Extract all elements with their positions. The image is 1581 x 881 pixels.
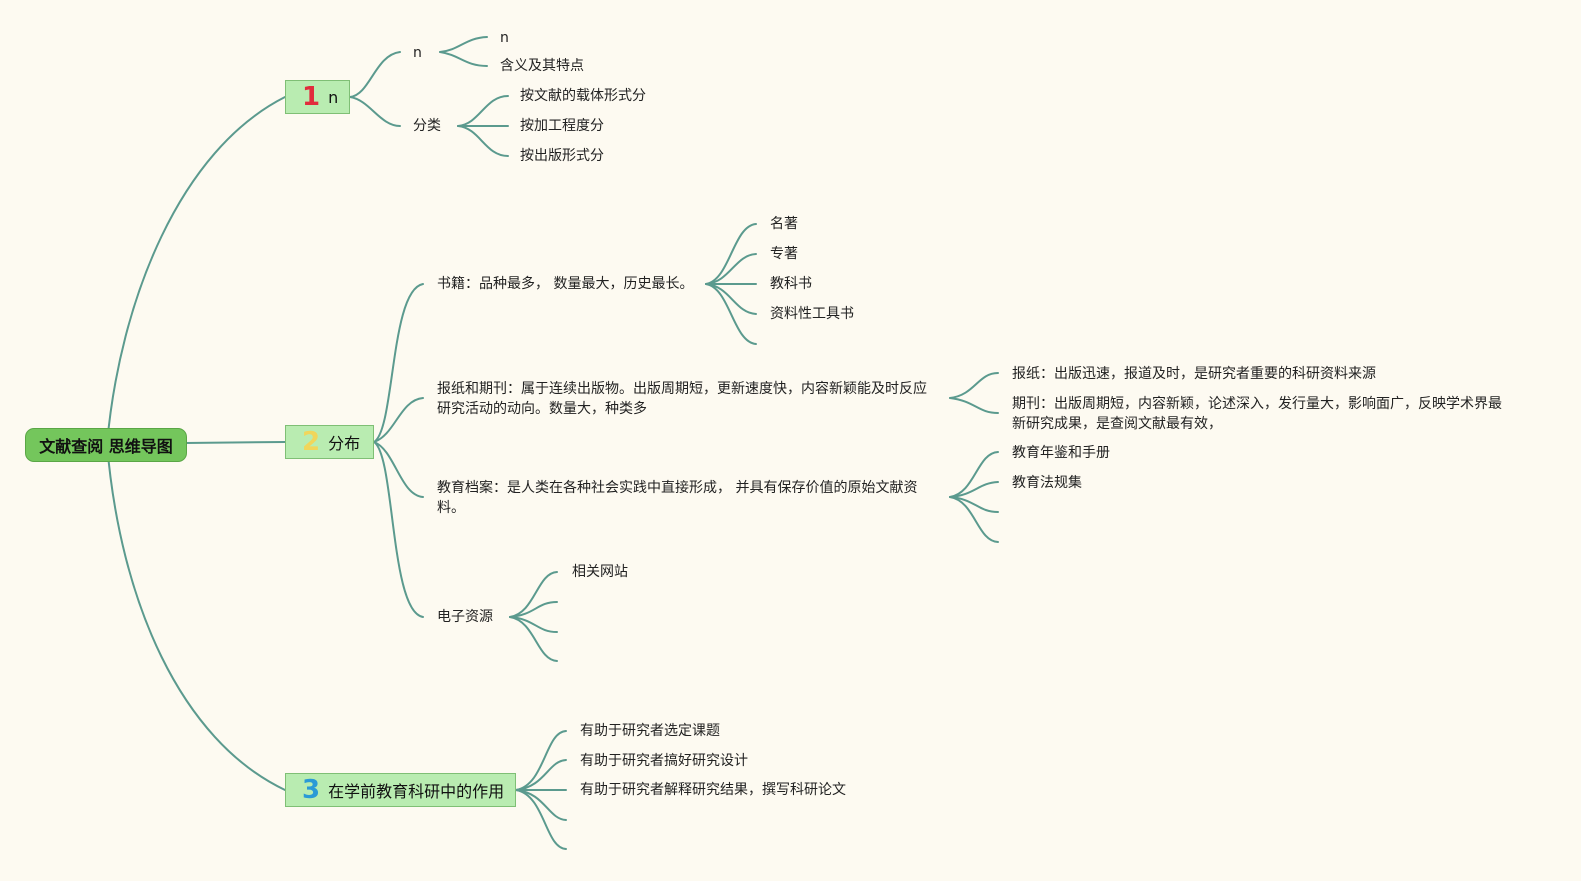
topic-2-label: 分布 xyxy=(328,434,361,453)
subtopic-periodicals[interactable]: 报纸和期刊：属于连续出版物。出版周期短，更新速度快，内容新颖能及时反应研究活动的… xyxy=(437,381,927,417)
leaf-role-1[interactable]: 有助于研究者选定课题 xyxy=(580,723,720,739)
link-t2-c xyxy=(373,441,424,498)
subtopic-archives[interactable]: 教育档案：是人类在各种社会实践中直接形成， 并具有保存价值的原始文献资料。 xyxy=(437,480,918,516)
topic-1-label: n xyxy=(328,87,339,107)
link-root-topic1 xyxy=(106,96,286,445)
leaf-books-4[interactable]: 资料性工具书 xyxy=(770,306,854,322)
link-t2-b xyxy=(373,397,424,443)
link-t2-a xyxy=(373,283,424,443)
central-topic[interactable]: 文献查阅 思维导图 xyxy=(25,428,187,462)
subtopic-electronic[interactable]: 电子资源 xyxy=(437,609,493,625)
topic-1[interactable]: 1 n xyxy=(285,80,350,114)
topic-number-3-icon: 3 xyxy=(302,775,321,805)
leaf-role-3[interactable]: 有助于研究者解释研究结果，撰写科研论文 xyxy=(580,782,846,798)
leaf-books-3[interactable]: 教科书 xyxy=(770,276,812,292)
leaf-archives-2[interactable]: 教育法规集 xyxy=(1012,475,1082,491)
topic-3[interactable]: 3 在学前教育科研中的作用 xyxy=(285,773,516,807)
leaf-1-1-1[interactable]: n xyxy=(500,30,509,46)
link-root-topic3 xyxy=(106,443,286,791)
central-topic-label: 文献查阅 思维导图 xyxy=(39,437,173,456)
leaf-1-2-1[interactable]: 按文献的载体形式分 xyxy=(520,88,646,104)
subtopic-books[interactable]: 书籍：品种最多， 数量最大，历史最长。 xyxy=(437,276,694,292)
leaf-role-2[interactable]: 有助于研究者搞好研究设计 xyxy=(580,753,748,769)
leaf-periodicals-2[interactable]: 期刊：出版周期短，内容新颖，论述深入，发行量大，影响面广，反映学术界最新研究成果… xyxy=(1012,396,1502,432)
subtopic-1-2[interactable]: 分类 xyxy=(413,118,441,134)
topic-number-2-icon: 2 xyxy=(302,427,321,457)
topic-3-label: 在学前教育科研中的作用 xyxy=(328,782,505,801)
leaf-archives-1[interactable]: 教育年鉴和手册 xyxy=(1012,445,1110,461)
topic-number-1-icon: 1 xyxy=(302,82,321,112)
leaf-periodicals-1[interactable]: 报纸：出版迅速，报道及时，是研究者重要的科研资料来源 xyxy=(1012,366,1376,382)
leaf-1-2-3[interactable]: 按出版形式分 xyxy=(520,148,604,164)
topic-2[interactable]: 2 分布 xyxy=(285,425,374,459)
leaf-1-2-2[interactable]: 按加工程度分 xyxy=(520,118,604,134)
leaf-electronic-1[interactable]: 相关网站 xyxy=(572,564,628,580)
link-t2-d xyxy=(373,441,424,618)
subtopic-1-1[interactable]: n xyxy=(413,45,422,61)
leaf-1-1-2[interactable]: 含义及其特点 xyxy=(500,58,584,74)
link-t1-a xyxy=(349,51,401,98)
link-root-topic2 xyxy=(184,441,286,444)
link-t1-b xyxy=(349,96,401,127)
leaf-books-1[interactable]: 名著 xyxy=(770,216,798,232)
leaf-books-2[interactable]: 专著 xyxy=(770,246,798,262)
